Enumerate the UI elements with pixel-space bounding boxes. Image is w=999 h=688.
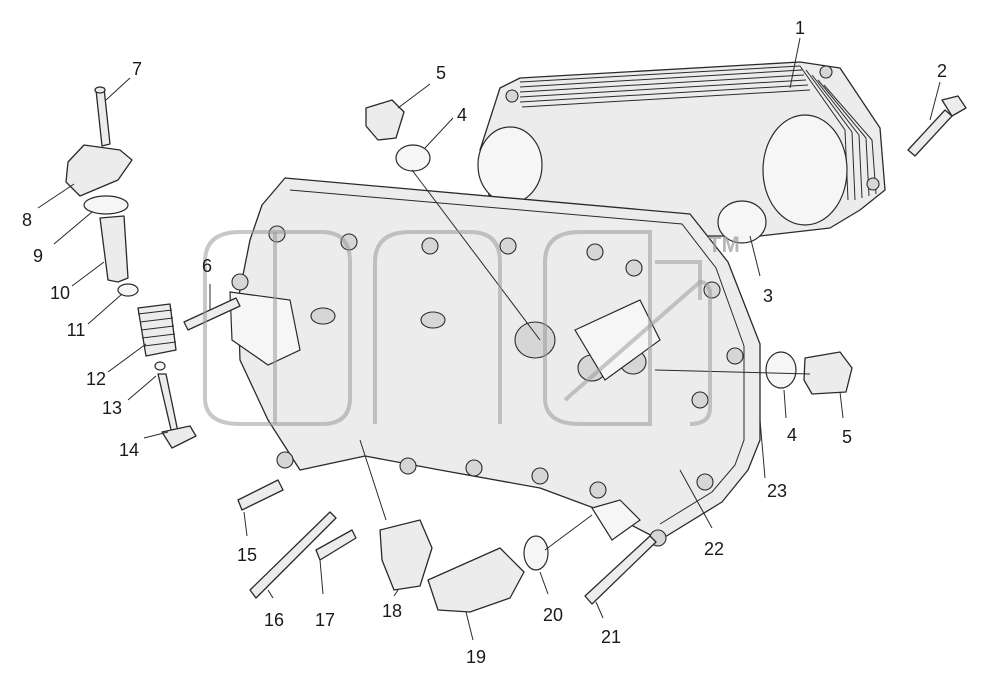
bolt-21	[584, 535, 657, 605]
callout-1: 1	[795, 18, 805, 38]
callout-23: 23	[767, 481, 787, 501]
leader-lines	[37, 37, 941, 641]
o-ring-3	[717, 200, 767, 244]
callout-11: 11	[67, 320, 86, 340]
callout-labels: 1 2 3 4 4 5 5 6 7 8 9 10 11 12 13 14 15 …	[22, 18, 947, 667]
callout-7: 7	[132, 59, 142, 79]
callout-4a: 4	[457, 105, 467, 125]
relief-valve-assembly	[65, 86, 197, 449]
callout-14: 14	[119, 440, 139, 460]
callout-21: 21	[601, 627, 621, 647]
callout-16: 16	[264, 610, 284, 630]
callout-20: 20	[543, 605, 563, 625]
callout-19: 19	[466, 647, 486, 667]
callout-13: 13	[102, 398, 122, 418]
callout-12: 12	[86, 369, 106, 389]
callout-15: 15	[237, 545, 257, 565]
callout-18: 18	[382, 601, 402, 621]
watermark-logo: TM	[203, 230, 740, 426]
callout-2: 2	[937, 61, 947, 81]
bolt-6	[183, 297, 241, 331]
o-ring-20	[523, 535, 549, 571]
callout-6: 6	[202, 256, 212, 276]
callout-22: 22	[704, 539, 724, 559]
callout-10: 10	[50, 283, 70, 303]
bolt-16	[249, 511, 337, 599]
callout-3: 3	[763, 286, 773, 306]
plug-5-right	[803, 351, 853, 395]
callout-8: 8	[22, 210, 32, 230]
oil-cooler	[477, 61, 886, 237]
plug-5-top	[365, 99, 405, 141]
watermark-tm-label: TM	[708, 232, 740, 257]
bolt-15	[237, 479, 284, 511]
o-ring-4-top	[395, 144, 431, 172]
callout-5a: 5	[436, 63, 446, 83]
callout-17: 17	[315, 610, 335, 630]
o-ring-4-right	[765, 351, 797, 389]
callout-4b: 4	[787, 425, 797, 445]
valve-19	[427, 547, 525, 613]
callout-9: 9	[33, 246, 43, 266]
plug-18	[379, 519, 433, 591]
callout-5b: 5	[842, 427, 852, 447]
bolt-2	[907, 95, 967, 157]
bolt-17	[315, 529, 357, 561]
